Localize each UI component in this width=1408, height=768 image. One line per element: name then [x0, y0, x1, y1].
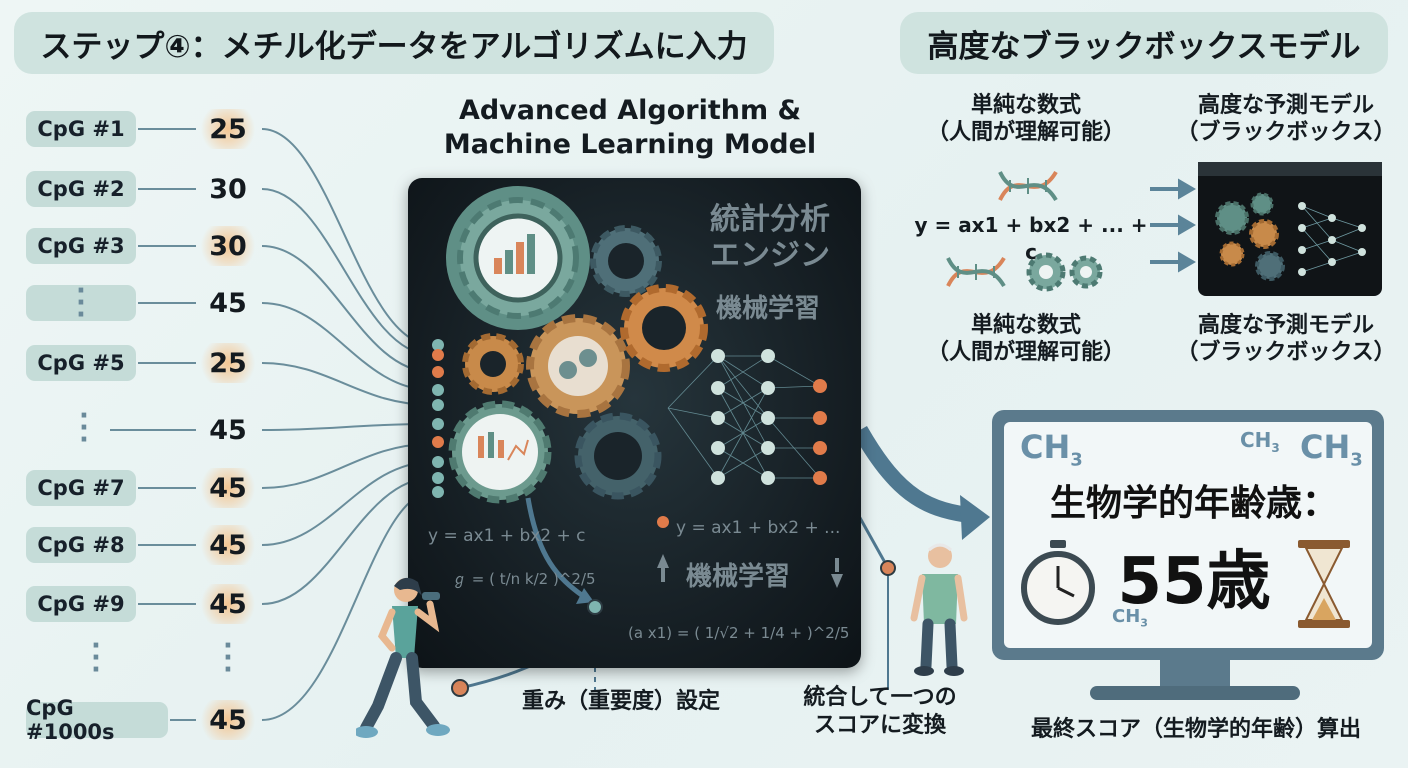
- model-title-line2: Machine Learning Model: [443, 129, 817, 160]
- methylation-value: 25: [196, 343, 260, 383]
- biological-age-value: 55歳: [1117, 545, 1271, 619]
- model-title-line1: Advanced Algorithm &: [458, 95, 802, 126]
- dna-icon: [998, 170, 1058, 202]
- hourglass-icon: [1298, 540, 1350, 628]
- combine-caption-line1: 統合して一つの: [803, 685, 957, 710]
- ellipsis-box: ···: [26, 278, 136, 328]
- methyl-label: CH3: [1112, 606, 1148, 630]
- stopwatch-icon: [1021, 540, 1095, 625]
- weights-caption: 重み（重要度）設定: [521, 689, 720, 714]
- input-line-1: [261, 128, 433, 346]
- methyl-label: CH3: [1240, 428, 1280, 455]
- cpg-label: CpG #1000s: [26, 696, 168, 744]
- monitor-screen: CH3 CH3 CH3 CH3 生物学的年齢歳： 55歳: [1004, 422, 1372, 648]
- vertical-ellipsis: ···: [223, 631, 233, 685]
- gear-icon: [448, 400, 552, 504]
- ml-label-bottom: 機械学習: [686, 562, 791, 592]
- older-man-figure: [910, 543, 968, 676]
- methylation-value: 25: [196, 109, 260, 149]
- gear-icon: [446, 186, 590, 330]
- black-box-art: [1198, 162, 1382, 281]
- methylation-value: 45: [196, 584, 260, 624]
- engine-label-line2: エンジン: [710, 238, 830, 273]
- cpg-label: CpG #2: [26, 171, 136, 207]
- cpg-label: CpG #9: [26, 586, 136, 622]
- step-title: ステップ④：メチル化データをアルゴリズムに入力: [14, 12, 774, 74]
- simple-formula-label-line1-repeat: 単純な数式: [970, 313, 1081, 338]
- formula-d: (a x1) = ( 1/√2 + 1/4 + )^2/5: [628, 624, 850, 642]
- input-nodes: [432, 339, 444, 498]
- gear-icon: [526, 314, 630, 418]
- formula-b: y = ax1 + bx2 + ...: [676, 518, 841, 538]
- input-line-9: [261, 477, 433, 605]
- input-line-8: [261, 461, 433, 546]
- cpg-label: CpG #5: [26, 345, 136, 381]
- advanced-model-label-line1: 高度な予測モデル: [1197, 93, 1374, 118]
- gear-icon: [462, 333, 524, 395]
- cpg-label: CpG #3: [26, 228, 136, 264]
- simple-formula-label-line2-repeat: （人間が理解可能）: [926, 340, 1125, 365]
- input-line-5: [261, 362, 433, 406]
- vertical-ellipsis: ···: [79, 401, 89, 455]
- methylation-value: 45: [209, 414, 247, 446]
- input-line-4: [261, 302, 433, 391]
- advanced-model-label-line2-repeat: （ブラックボックス）: [1176, 340, 1396, 365]
- blackbox-title: 高度なブラックボックスモデル: [900, 12, 1388, 74]
- advanced-model-label-line1-repeat: 高度な予測モデル: [1197, 313, 1374, 338]
- methylation-value: 45: [196, 700, 260, 740]
- simple-formula-label-line2: （人間が理解可能）: [926, 120, 1125, 145]
- engine-label-line1: 統計分析: [710, 202, 830, 237]
- simple-formula-label-line1: 単純な数式: [970, 93, 1081, 118]
- monitor-stand-neck: [1160, 660, 1230, 688]
- methyl-label: CH3: [1300, 428, 1363, 471]
- methylation-value: 45: [209, 287, 247, 319]
- formula-c: ℊ = ( t/n k/2 )^2/5: [452, 570, 596, 588]
- methylation-value: 30: [209, 173, 247, 205]
- methylation-value: 45: [196, 468, 260, 508]
- gear-icon: [590, 225, 662, 297]
- input-line-6: [261, 423, 433, 431]
- input-line-2: [261, 188, 433, 356]
- cpg-label: CpG #1: [26, 111, 136, 147]
- vertical-ellipsis: ···: [91, 631, 101, 685]
- simple-formula: y = ax1 + bx2 + ... + c: [914, 213, 1148, 264]
- algorithm-panel: 統計分析 エンジン 機械学習 機械学習 y = ax1 + bx2 + c y …: [408, 178, 861, 668]
- input-line-3: [261, 245, 433, 373]
- exercising-woman-figure: [356, 577, 450, 738]
- methyl-label: CH3: [1020, 428, 1083, 471]
- methylation-value: 30: [196, 226, 260, 266]
- gear-icon: [620, 284, 708, 372]
- ml-label-top: 機械学習: [716, 294, 821, 324]
- formula-a: y = ax1 + bx2 + c: [428, 526, 586, 546]
- neural-network: [667, 355, 821, 479]
- cpg-label: CpG #8: [26, 527, 136, 563]
- biological-age-heading: 生物学的年齢歳：: [1049, 483, 1338, 524]
- final-score-caption: 最終スコア（生物学的年齢）算出: [1030, 717, 1361, 742]
- methylation-value: 45: [196, 525, 260, 565]
- combine-caption-line2: スコアに変換: [813, 713, 946, 738]
- output-arrow: [853, 426, 977, 524]
- gears-network-art: [432, 186, 843, 615]
- gear-icon: [574, 412, 662, 500]
- network-nodes: [657, 349, 827, 528]
- black-box-model: [1198, 162, 1382, 296]
- small-gears-icon: [1026, 252, 1103, 292]
- cpg-label: CpG #7: [26, 470, 136, 506]
- monitor-stand-base: [1090, 686, 1300, 700]
- dna-icon: [946, 256, 1006, 288]
- advanced-model-label-line2: （ブラックボックス）: [1176, 120, 1396, 145]
